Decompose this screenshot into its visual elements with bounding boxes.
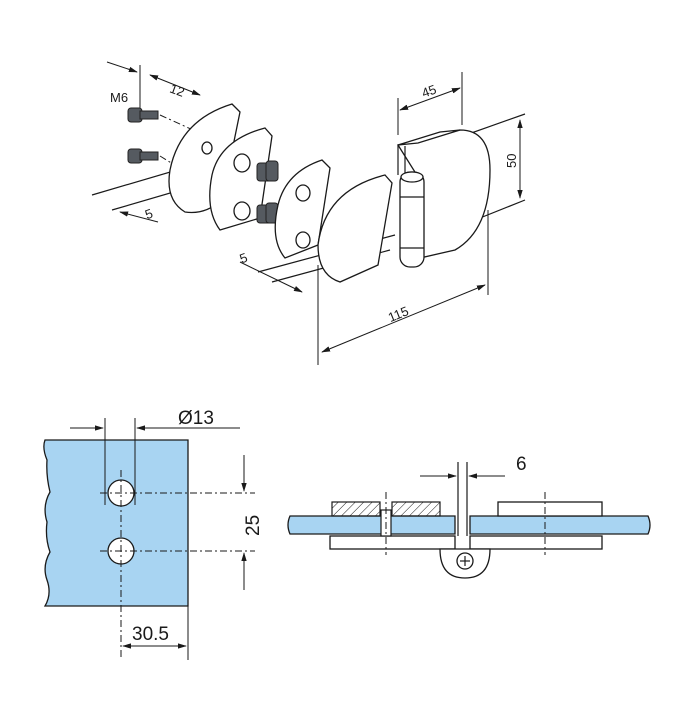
glass-left [287, 515, 456, 535]
hinge-pin-icon [439, 548, 491, 579]
gasket-hole [295, 184, 311, 202]
clamp-plate-inner [317, 174, 393, 283]
gap-right-label: 5 [238, 250, 250, 267]
gap-left-label: 5 [143, 206, 155, 223]
dim-line-5-left [119, 211, 159, 223]
height-label: 50 [504, 154, 519, 168]
dim-line-115 [321, 284, 486, 353]
top-plate-left [391, 501, 441, 517]
gasket-hole [233, 201, 251, 221]
bottom-plate-right [469, 535, 603, 550]
thread-label: M6 [110, 90, 128, 105]
hinge-top-plate [397, 129, 461, 146]
nut-icon [256, 160, 279, 182]
top-plate-left [331, 501, 381, 517]
isometric-view: M6 12 5 5 45 50 115 [91, 61, 526, 365]
dim-line-m6 [106, 61, 138, 73]
hinge-knuckle-icon [399, 171, 425, 268]
dim-line-45 [399, 87, 461, 111]
hole-layout-view: Ø13 25 30.5 [43, 408, 264, 660]
edge-distance-label: 30.5 [132, 624, 169, 645]
gasket-left [209, 127, 273, 231]
gasket-hole [233, 153, 251, 173]
top-plate-right [497, 501, 603, 517]
screw-icon [127, 107, 159, 123]
gasket-hole [295, 231, 311, 249]
hole-spacing-label: 25 [243, 515, 264, 536]
nut-icon [256, 202, 279, 224]
dim-line-5-right [239, 261, 303, 293]
glass-right [469, 515, 651, 535]
width-top-label: 45 [420, 82, 439, 101]
screw-depth-label: 12 [168, 81, 187, 100]
hole-diameter-label: Ø13 [178, 408, 214, 429]
bottom-plate-left [329, 535, 456, 550]
gasket-right [274, 159, 331, 259]
plate-hole [201, 141, 213, 155]
length-label: 115 [386, 303, 411, 325]
section-view: 6 [287, 454, 651, 579]
glass-panel [43, 439, 189, 607]
dim-line-12 [149, 74, 201, 96]
screw-icon [127, 148, 159, 164]
gap-label: 6 [516, 454, 527, 475]
